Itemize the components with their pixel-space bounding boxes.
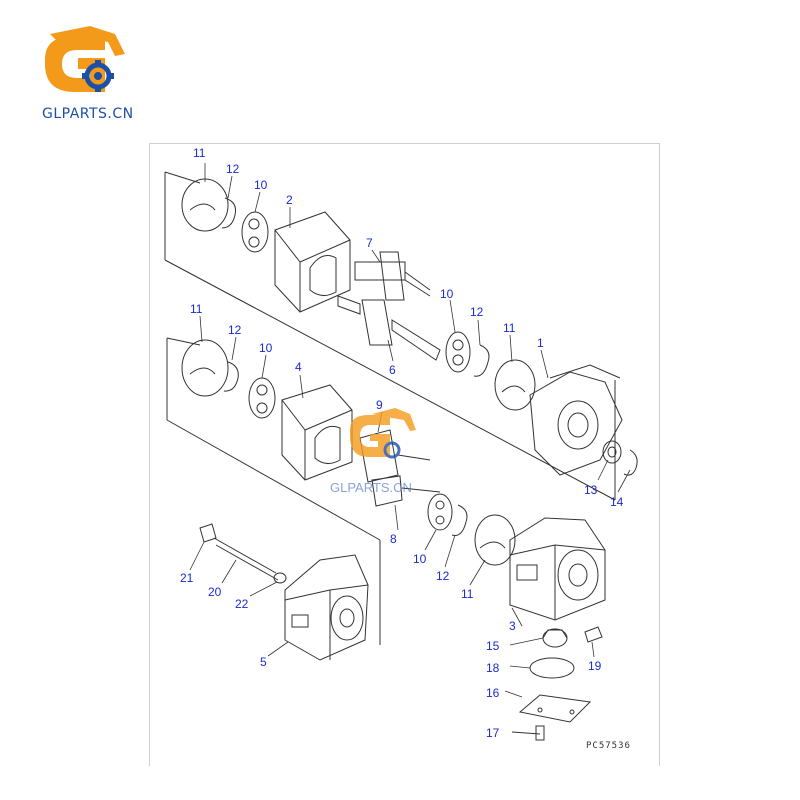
callout-10-c: 10 xyxy=(259,341,273,355)
watermark-text: GLPARTS.CN xyxy=(330,480,412,495)
callout-22: 22 xyxy=(235,597,249,611)
callout-11-a: 11 xyxy=(193,146,206,160)
callout-1: 1 xyxy=(537,336,544,350)
callout-20: 20 xyxy=(208,585,222,599)
diagram-sheet xyxy=(149,143,660,766)
callout-7: 7 xyxy=(366,236,373,250)
callout-11-b: 11 xyxy=(503,321,516,335)
callout-19: 19 xyxy=(588,659,602,673)
callout-10-b: 10 xyxy=(440,287,454,301)
callout-11-d: 11 xyxy=(461,587,474,601)
callout-13: 13 xyxy=(584,483,598,497)
callout-10-d: 10 xyxy=(413,552,427,566)
callout-8: 8 xyxy=(390,532,397,546)
callout-17: 17 xyxy=(486,726,500,740)
callout-16: 16 xyxy=(486,686,500,700)
callout-2: 2 xyxy=(286,193,293,207)
callout-9: 9 xyxy=(376,398,383,412)
callout-15: 15 xyxy=(486,639,500,653)
drawing-code: PC57536 xyxy=(586,741,631,751)
gear-logo-icon xyxy=(45,26,125,92)
callout-3: 3 xyxy=(509,619,516,633)
callout-18: 18 xyxy=(486,661,500,675)
callout-10-a: 10 xyxy=(254,178,268,192)
callout-21: 21 xyxy=(180,571,194,585)
callout-6: 6 xyxy=(389,363,396,377)
callout-11-c: 11 xyxy=(190,302,203,316)
watermark-logo: GLPARTS.CN xyxy=(330,408,416,495)
callout-4: 4 xyxy=(295,360,302,374)
callout-5: 5 xyxy=(260,655,267,669)
callout-14: 14 xyxy=(610,495,624,509)
callout-12-c: 12 xyxy=(228,323,242,337)
brand-logo-text: GLPARTS.CN xyxy=(42,106,134,122)
brand-logo: GLPARTS.CN xyxy=(20,14,140,124)
callout-12-d: 12 xyxy=(436,569,450,583)
callout-12-b: 12 xyxy=(470,305,484,319)
callout-12-a: 12 xyxy=(226,162,240,176)
